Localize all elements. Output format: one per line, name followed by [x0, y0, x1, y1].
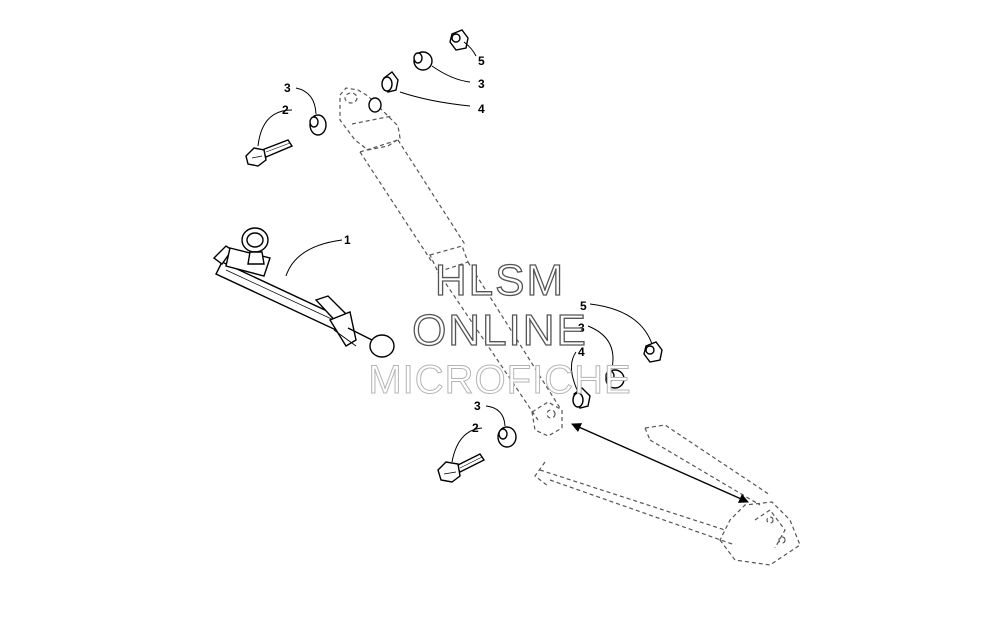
top-nut	[449, 29, 469, 51]
callout-lower-3-left: 3	[474, 399, 481, 413]
callout-top-2: 2	[282, 103, 289, 117]
top-sleeve	[381, 71, 399, 93]
lower-nut	[643, 341, 663, 363]
shock-absorber-outline	[339, 87, 563, 437]
leader-lines	[257, 41, 653, 463]
measurement-arrow	[571, 423, 749, 503]
a-arm-outline	[534, 424, 801, 566]
callout-lower-5: 5	[580, 299, 587, 313]
callout-lower-4: 4	[578, 345, 585, 359]
top-bushing-right	[413, 51, 433, 71]
callout-top-3-left: 3	[284, 81, 291, 95]
lower-bushing-left	[497, 426, 517, 448]
callout-lower-3-right: 3	[578, 321, 585, 335]
top-bushing-left	[309, 114, 327, 136]
callout-top-5: 5	[478, 54, 485, 68]
callout-item-1: 1	[344, 233, 351, 247]
top-washer-center	[368, 97, 382, 113]
callout-top-3-right: 3	[478, 77, 485, 91]
lower-sleeve	[572, 387, 591, 409]
top-bolt	[245, 139, 294, 167]
callout-lower-2: 2	[472, 421, 479, 435]
callout-top-4: 4	[478, 102, 485, 116]
lower-bushing-right	[605, 369, 625, 389]
shock-pump	[212, 227, 395, 358]
lower-bolt	[437, 453, 486, 483]
